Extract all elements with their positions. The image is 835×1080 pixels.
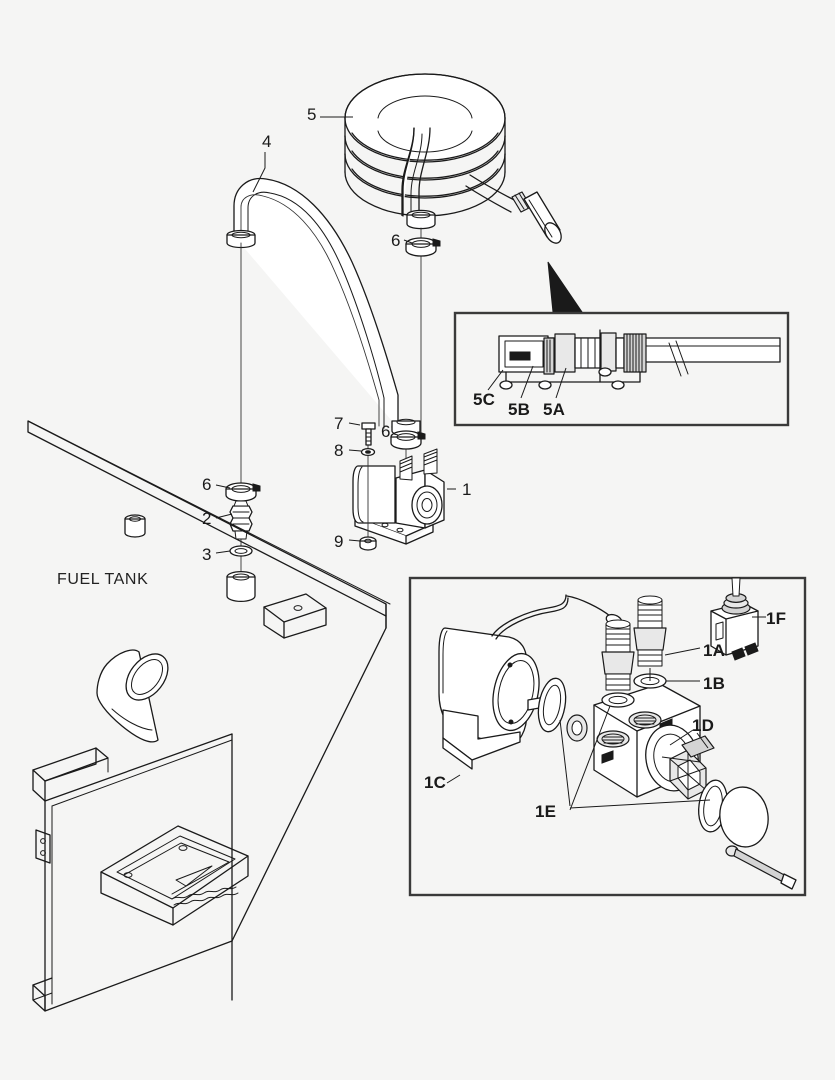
- callout-1b: 1B: [703, 674, 726, 693]
- callout-7: 7: [334, 414, 344, 433]
- callout-1d: 1D: [692, 716, 715, 735]
- tank-port-plug: [124, 514, 146, 538]
- callout-2: 2: [202, 509, 212, 528]
- tank-tray: [100, 825, 249, 926]
- callout-4: 4: [262, 132, 272, 151]
- fitting-stack-left: [601, 619, 635, 708]
- fitting-stack-right: [633, 595, 667, 689]
- coiled-hose-part-5: [344, 73, 562, 244]
- suction-tube-part-4: [226, 177, 421, 437]
- callout-8: 8: [334, 441, 344, 460]
- hose-clamp-6-upper: [405, 237, 441, 257]
- o-ring-part-3: [229, 545, 253, 557]
- motor-1c: [438, 594, 623, 770]
- callout-1: 1: [462, 480, 472, 499]
- callout-1a: 1A: [703, 641, 726, 660]
- nut-part-9: [359, 536, 377, 551]
- callout-6-upper: 6: [391, 231, 401, 250]
- filler-neck: [96, 649, 169, 743]
- callout-9: 9: [334, 532, 344, 551]
- callout-5a: 5A: [543, 400, 566, 419]
- coupling: [566, 714, 588, 742]
- callout-5: 5: [307, 105, 317, 124]
- elbow-fitting-part-2: [229, 500, 253, 540]
- callout-3: 3: [202, 545, 212, 564]
- pump-assembly-part-1: [352, 439, 445, 545]
- cover-screw: [725, 845, 797, 890]
- bolt-part-7: [361, 422, 376, 446]
- hose-clamp-6-tank: [225, 482, 261, 502]
- hose-nozzle-detail-art: [487, 329, 781, 399]
- tank-bung: [226, 570, 256, 603]
- callout-5b: 5B: [508, 400, 531, 419]
- pointer-arrow: [547, 261, 583, 313]
- callout-6-tank: 6: [202, 475, 212, 494]
- callout-1c: 1C: [424, 773, 447, 792]
- toggle-switch-1f: [710, 577, 759, 661]
- pump-exploded-art: [438, 577, 797, 890]
- callout-6-pump: 6: [381, 422, 391, 441]
- end-cover: [719, 786, 769, 848]
- hose-clamp-6-pump: [390, 430, 426, 450]
- callout-1e: 1E: [535, 802, 557, 821]
- rotor-1d: [669, 735, 715, 800]
- fuel-tank-label: FUEL TANK: [57, 571, 149, 588]
- fuel-tank-body: [27, 420, 391, 1012]
- lock-washer-part-8: [360, 447, 376, 457]
- callout-5c: 5C: [473, 390, 496, 409]
- callout-1f: 1F: [766, 609, 787, 628]
